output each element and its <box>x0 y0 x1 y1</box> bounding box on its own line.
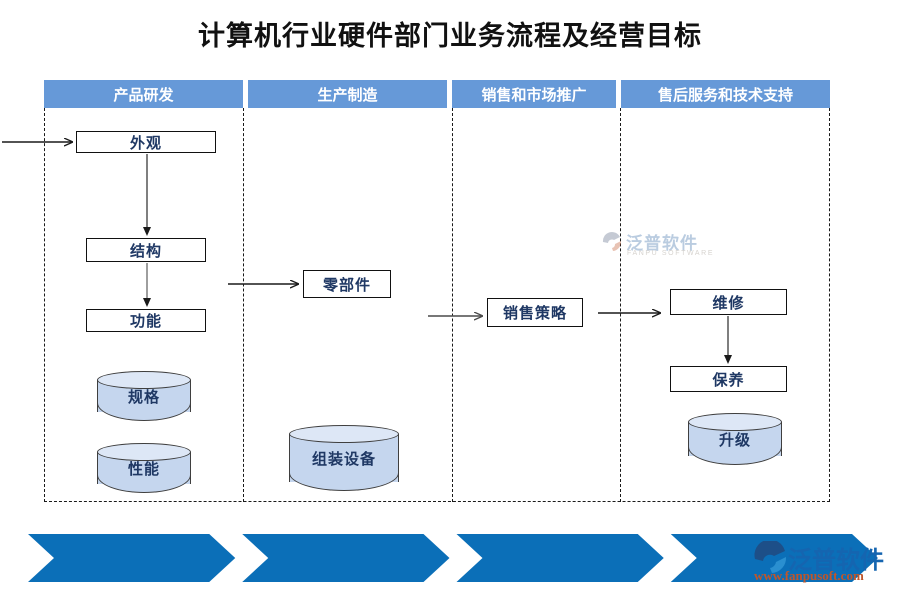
process-box-label: 保养 <box>712 372 745 389</box>
data-store-upgrade[interactable]: 升级 <box>688 413 782 465</box>
watermark-subtext: FANPU SOFTWARE <box>627 250 715 257</box>
lane-divider-5 <box>829 108 830 502</box>
lane-divider-2 <box>243 108 244 502</box>
process-box-label: 零部件 <box>322 277 371 294</box>
data-store-performance[interactable]: 性能 <box>97 443 191 493</box>
chevron-3[interactable] <box>456 534 664 582</box>
process-chevron-band <box>28 534 878 582</box>
process-box-maintenance[interactable]: 保养 <box>670 366 787 392</box>
swimlane-header-label: 售后服务和技术支持 <box>657 87 793 104</box>
swimlane-header-2[interactable]: 生产制造 <box>248 80 447 108</box>
swimlane-header-4[interactable]: 售后服务和技术支持 <box>621 80 830 108</box>
process-box-structure[interactable]: 结构 <box>86 238 206 262</box>
process-box-label: 结构 <box>129 243 162 260</box>
process-box-parts[interactable]: 零部件 <box>303 270 391 298</box>
chevron-2[interactable] <box>242 534 450 582</box>
chevron-group <box>28 534 878 582</box>
swimlane-header-3[interactable]: 销售和市场推广 <box>452 80 616 108</box>
process-box-repair[interactable]: 维修 <box>670 289 787 315</box>
brand-url: www.fanpusoft.com <box>754 568 864 583</box>
data-store-specification[interactable]: 规格 <box>97 371 191 421</box>
cylinder-top <box>97 443 191 461</box>
watermark-text: 泛普软件 <box>626 234 698 253</box>
cylinder-top <box>97 371 191 389</box>
process-box-label: 功能 <box>129 314 162 330</box>
swimlane-bottom-border <box>44 501 830 502</box>
swimlane-header-band: 产品研发 生产制造 销售和市场推广 售后服务和技术支持 <box>44 80 830 108</box>
process-box-label: 外观 <box>129 135 162 152</box>
watermark-logo-icon <box>602 232 622 251</box>
process-box-label: 销售策略 <box>502 306 567 322</box>
watermark: 泛普软件 FANPU SOFTWARE <box>600 228 712 268</box>
brand-logo: 泛普软件 www.fanpusoft.com <box>752 538 894 588</box>
cylinder-top <box>688 413 782 431</box>
process-box-function[interactable]: 功能 <box>86 309 206 332</box>
data-store-label: 组装设备 <box>311 451 376 468</box>
lane-divider-1 <box>44 108 45 502</box>
data-store-label: 性能 <box>127 461 160 478</box>
data-store-label: 升级 <box>718 432 751 449</box>
swimlane-header-1[interactable]: 产品研发 <box>44 80 243 108</box>
lane-divider-4 <box>620 108 621 502</box>
process-box-appearance[interactable]: 外观 <box>76 131 216 153</box>
chevron-1[interactable] <box>28 534 236 582</box>
chevron-4[interactable] <box>670 534 878 582</box>
process-box-sales-strategy[interactable]: 销售策略 <box>487 298 583 327</box>
swimlane-header-label: 产品研发 <box>113 87 174 104</box>
swimlane-header-label: 生产制造 <box>317 87 378 104</box>
data-store-assembly-equip[interactable]: 组装设备 <box>289 425 399 491</box>
page-title: 计算机行业硬件部门业务流程及经营目标 <box>198 21 702 51</box>
cylinder-top <box>289 425 399 443</box>
brand-name: 泛普软件 <box>788 548 884 574</box>
swimlane-header-label: 销售和市场推广 <box>481 87 587 104</box>
brand-logo-icon <box>754 541 787 573</box>
data-store-label: 规格 <box>127 389 160 406</box>
lane-divider-3 <box>452 108 453 502</box>
process-box-label: 维修 <box>712 295 745 312</box>
